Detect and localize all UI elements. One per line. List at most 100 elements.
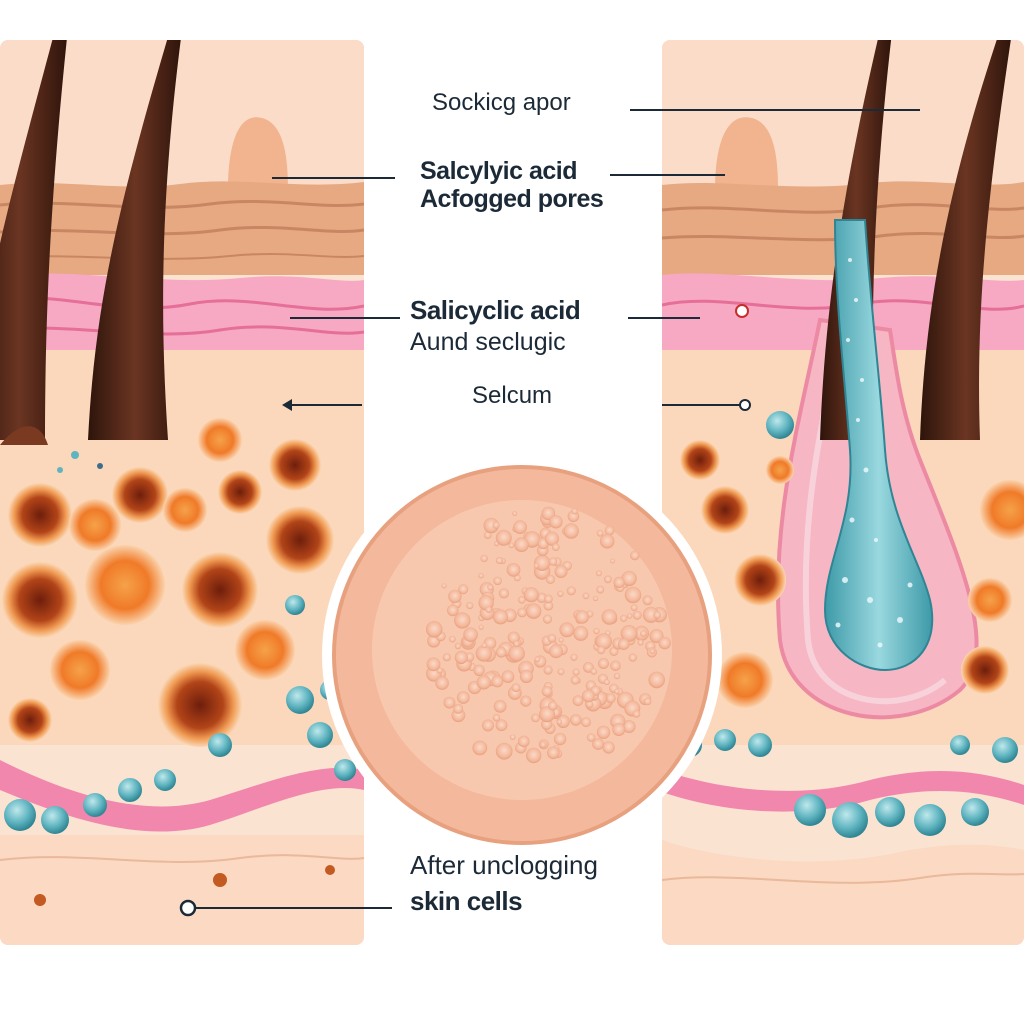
skin-bump [630, 604, 638, 611]
skin-bump [443, 696, 456, 709]
skin-bump [558, 637, 564, 643]
skin-bump [476, 675, 491, 690]
skin-bump [492, 713, 501, 722]
label-salicyclic-acid: Salicyclic acid [410, 295, 581, 325]
label-acfogged-pores: Acfogged pores [420, 185, 604, 213]
skin-bump [495, 742, 513, 760]
label-salcylic-acid: Salcylyic acid [420, 157, 578, 185]
skin-bump [478, 624, 484, 630]
skin-bump [613, 672, 621, 680]
skin-bump [539, 706, 556, 723]
skin-bump [548, 701, 558, 711]
skin-bump [573, 625, 589, 641]
teal-skin-cells [4, 595, 356, 834]
clogged-pores [2, 418, 334, 747]
skin-bump [556, 719, 563, 725]
skin-bump [572, 695, 584, 706]
skin-bump [447, 604, 459, 617]
skin-bump [495, 529, 512, 546]
skin-bump [624, 586, 642, 604]
skin-bump [604, 575, 612, 584]
serum-channel [823, 219, 934, 672]
skin-bump [547, 633, 557, 643]
skin-bump [523, 587, 539, 603]
skin-bump [544, 531, 560, 546]
skin-bump [602, 741, 615, 754]
skin-bump [601, 609, 618, 625]
skin-bump [648, 671, 665, 689]
leader-lines [192, 109, 920, 909]
skin-bump [541, 685, 553, 697]
skin-bump [519, 669, 534, 684]
skin-bump [513, 640, 520, 647]
skin-bump [495, 556, 503, 565]
skin-bump [595, 570, 602, 577]
skin-bump [581, 689, 595, 703]
skin-bump [454, 612, 471, 629]
left-panel-before [0, 40, 364, 945]
skin-bump [559, 622, 575, 638]
skin-bump [596, 585, 605, 594]
skin-bump [425, 621, 443, 638]
skin-bump [586, 733, 596, 742]
skin-bump [604, 525, 615, 536]
skin-bumps [425, 506, 671, 764]
skin-bump [498, 588, 510, 599]
skin-bump [547, 746, 560, 760]
skin-bump [426, 657, 441, 672]
skin-bump [553, 732, 567, 746]
skin-bump [448, 589, 462, 604]
skin-bump [620, 614, 628, 622]
skin-bump [454, 642, 462, 650]
skin-bump [487, 584, 494, 591]
skin-bump [495, 719, 508, 732]
teal-skin-cells-right [678, 729, 1018, 838]
skin-bump [570, 653, 578, 661]
skin-bump [544, 594, 553, 604]
skin-bump [637, 639, 644, 646]
skin-bump [622, 720, 636, 733]
skin-bump [643, 697, 652, 706]
skin-bump [492, 521, 500, 529]
skin-bump [617, 638, 630, 650]
skin-bump [549, 644, 563, 659]
label-aund-seclugic: Aund seclugic [410, 328, 566, 356]
skin-bump [480, 554, 488, 563]
skin-bump [485, 606, 493, 613]
skin-bump [614, 688, 620, 695]
skin-bump [533, 563, 540, 569]
skin-bump [572, 668, 580, 676]
skin-bump [478, 572, 484, 579]
skin-bump [514, 537, 529, 553]
skin-bump [508, 542, 515, 549]
skin-bump [596, 725, 611, 739]
skin-bump [512, 511, 518, 516]
skin-bump [543, 600, 554, 611]
skin-bump [482, 719, 494, 732]
skin-bump [517, 607, 527, 618]
hair-follicles [0, 40, 182, 445]
right-panel-after [662, 40, 1024, 945]
skin-bump [525, 603, 542, 619]
skin-bump [642, 606, 660, 623]
skin-bump [566, 586, 576, 596]
magnified-skin-surface [322, 455, 722, 855]
skin-bump [590, 668, 598, 675]
skin-bump [435, 676, 449, 690]
label-soaking-apor: Sockicg apor [432, 89, 571, 116]
skin-bump [542, 614, 553, 624]
skin-bump [501, 670, 515, 683]
skin-bump [531, 713, 540, 723]
skin-bump [511, 683, 521, 693]
skin-bump [609, 558, 615, 564]
skin-bump [632, 710, 641, 718]
skin-bump [620, 625, 638, 642]
skin-bump [598, 658, 609, 669]
skin-bump [453, 703, 464, 714]
skin-bump [551, 543, 560, 551]
skin-bump [592, 738, 604, 750]
skin-bump [575, 610, 589, 624]
skin-bump [597, 646, 606, 655]
skin-bump [463, 627, 478, 642]
